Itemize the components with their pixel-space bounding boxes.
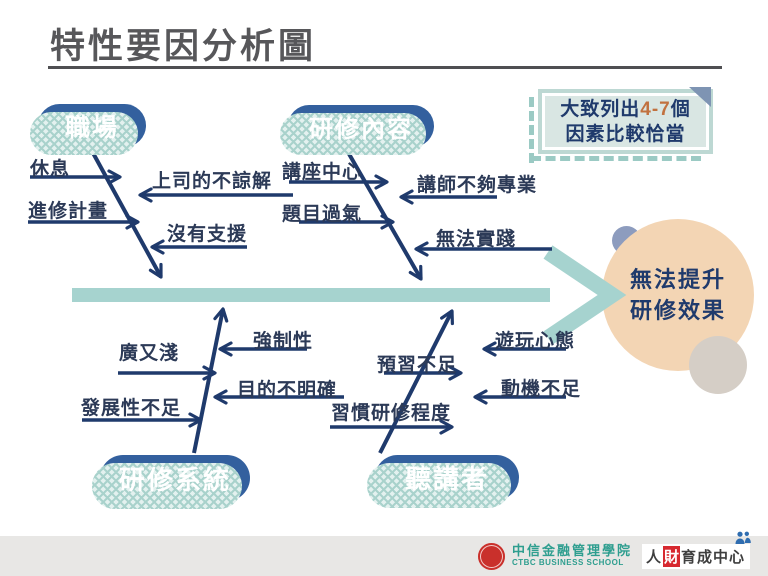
footer-content: 中信金融管理學院 CTBC BUSINESS SCHOOL 人 財 育成中心 xyxy=(477,531,751,576)
cause-label: 廣又淺 xyxy=(119,343,180,364)
category-badge-system: 研修系統 xyxy=(92,455,250,509)
note-prefix: 大致列出 xyxy=(560,98,641,120)
bone-audience xyxy=(378,309,454,454)
school-name-en: CTBC BUSINESS SCHOOL xyxy=(511,558,624,567)
school-name: 中信金融管理學院 CTBC BUSINESS SCHOOL xyxy=(512,544,632,568)
decorative-gray-circle xyxy=(689,336,747,394)
category-badge-content: 研修內容 xyxy=(280,105,434,155)
cause-label: 無法實踐 xyxy=(436,229,517,250)
note-line2: 因素比較恰當 xyxy=(565,123,686,145)
effect-text-line1: 無法提升 xyxy=(629,267,726,292)
cause-label: 講座中心 xyxy=(282,162,363,183)
cause-label: 上司的不諒解 xyxy=(152,171,273,192)
cause-label: 目的不明確 xyxy=(237,380,338,401)
cause-label: 動機不足 xyxy=(501,379,582,400)
cause-label: 講師不夠專業 xyxy=(417,175,538,196)
cause-label: 沒有支援 xyxy=(167,224,248,245)
bone-system xyxy=(192,307,229,454)
cause-label: 強制性 xyxy=(253,331,314,352)
note-dotted-shadow-bottom xyxy=(531,156,701,161)
category-badge-audience: 聽講者 xyxy=(367,455,519,508)
note-box: 大致列出4-7個 因素比較恰當 xyxy=(538,89,713,154)
cause-label: 進修計畫 xyxy=(28,201,109,222)
center-text-pre: 人 xyxy=(645,548,662,566)
effect-text-line2: 研修效果 xyxy=(629,298,726,323)
cause-label: 習慣研修程度 xyxy=(331,403,452,424)
ctbc-logo xyxy=(477,542,505,570)
note-folded-corner xyxy=(689,87,711,107)
people-icon xyxy=(735,531,751,544)
center-text-highlight: 財 xyxy=(662,545,680,567)
cause-label: 預習不足 xyxy=(377,355,458,376)
cause-label: 題目過氣 xyxy=(282,204,363,225)
center-text-post: 育成中心 xyxy=(680,548,745,566)
talent-center-label: 人 財 育成中心 xyxy=(641,531,751,569)
cause-label: 發展性不足 xyxy=(81,398,182,419)
note-dotted-shadow-left xyxy=(529,97,534,163)
note-line1: 大致列出4-7個 xyxy=(560,97,691,122)
cause-label: 遊玩心態 xyxy=(495,331,576,352)
note-highlight: 4-7 xyxy=(640,98,671,120)
cause-label: 休息 xyxy=(30,159,71,180)
school-name-zh: 中信金融管理學院 xyxy=(511,543,632,558)
title-underline xyxy=(48,66,722,69)
category-badge-workplace: 職場 xyxy=(30,104,146,155)
footer-bar: 中信金融管理學院 CTBC BUSINESS SCHOOL 人 財 育成中心 xyxy=(0,531,768,576)
page-title: 特性要因分析圖 xyxy=(50,27,317,66)
note-suffix: 個 xyxy=(670,98,691,120)
